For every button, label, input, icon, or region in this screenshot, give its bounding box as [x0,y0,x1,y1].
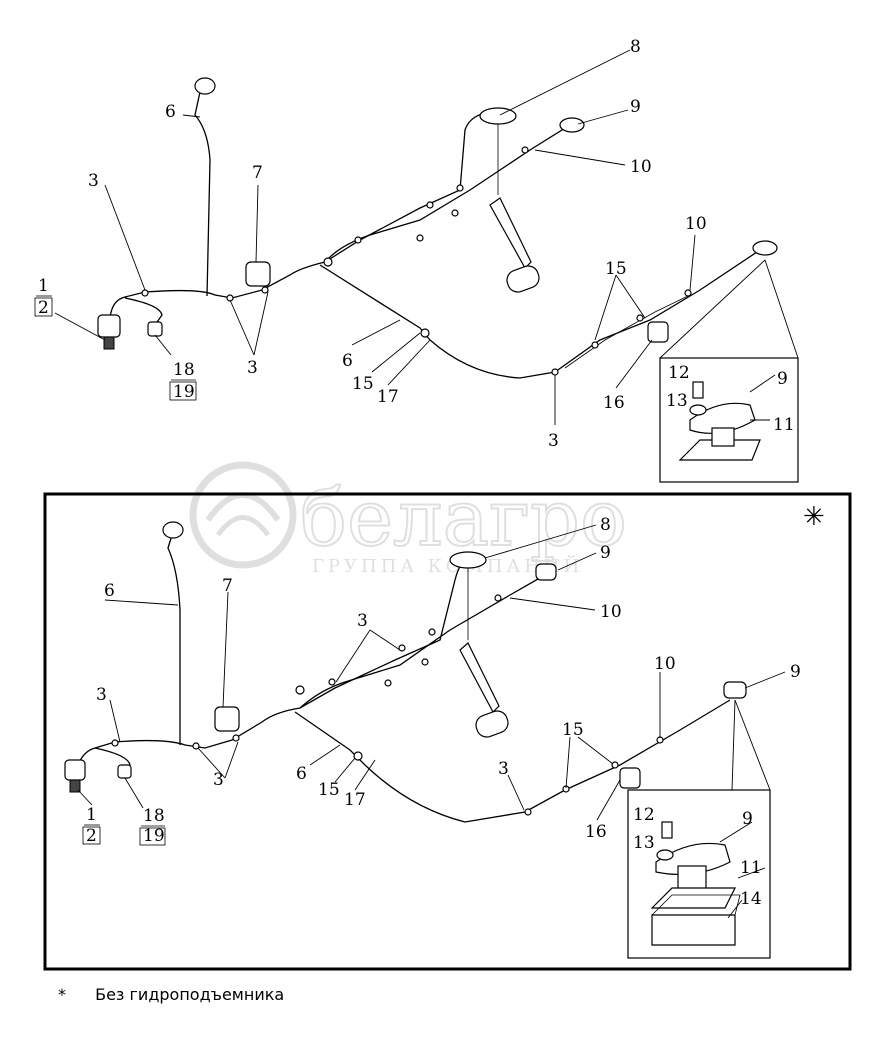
callout: 3 [498,759,509,779]
pedal-rod-b [459,642,500,713]
harness-wire-parallel [564,294,691,369]
callout: 1 [86,805,97,825]
pedal-pad-b [475,710,509,738]
harness-wire-lower [319,249,761,379]
callout: 13 [666,391,688,411]
callout: 16 [603,393,625,413]
inset-bracket-top [678,381,761,461]
sensor-8-b [449,551,487,569]
switch-9-right-b [723,681,747,699]
bottom-diagram: 6 7 3 8 9 10 3 10 9 15 16 3 6 15 17 3 1 … [64,515,801,959]
sensor-18-b [117,764,132,779]
callout: 6 [165,102,176,122]
switch-9-b [535,563,557,581]
leaders-bottom [77,524,786,919]
callout: 15 [352,374,374,394]
top-diagram: 1 2 3 6 7 8 9 10 10 15 16 3 6 15 17 3 18… [34,37,799,483]
callout: 11 [740,858,762,878]
callout: 3 [88,171,99,191]
callout: 12 [668,363,690,383]
callout: 1 [38,276,49,296]
connector-16-b [619,767,641,789]
callout: 9 [630,97,641,117]
callout: 17 [344,790,366,810]
leaders-top [54,49,776,425]
watermark-brand: белагро [300,474,627,564]
callout: 15 [562,720,584,740]
callout: 17 [377,387,399,407]
switch-9-right [752,240,778,256]
connector-1 [97,314,121,338]
harness-wire-upper-b [299,574,546,709]
unit-7 [245,261,271,287]
callout: 8 [630,37,641,57]
callout: 15 [605,259,627,279]
connector-16 [647,321,669,343]
labels-bottom: 6 7 3 8 9 10 3 10 9 15 16 3 6 15 17 3 1 … [82,515,801,909]
callout: 3 [96,685,107,705]
labels-top: 1 2 3 6 7 8 9 10 10 15 16 3 6 15 17 3 18… [34,37,795,451]
harness-wire-6-up-b [167,534,181,745]
watermark: белагро ГРУППА КОМПАНИЙ [189,461,628,577]
plug-6-top-b [162,521,184,539]
callout: 2 [38,298,49,318]
harness-wire-left [124,297,163,326]
clips [141,146,692,376]
callout: 8 [600,515,611,535]
callout: 3 [548,431,559,451]
footnote-text: Без гидроподъемника [95,985,285,1004]
callout: 18 [173,360,195,380]
pedal-pad [506,265,540,293]
harness-main-wire [109,111,491,319]
callout: 18 [143,806,165,826]
callout: 3 [357,611,368,631]
pedal-rod [489,197,532,269]
unit-7-b [214,706,240,732]
callout: 3 [213,770,224,790]
variant-frame [43,492,852,971]
sensor-18 [147,321,163,337]
harness-main-wire-b [74,557,471,776]
harness-wire-upper [324,124,571,263]
callout: 2 [86,826,97,846]
connector-1-b [64,759,86,781]
variant-mark: ✳ [803,502,825,532]
callout: 13 [633,833,655,853]
footnote: * Без гидроподъемника [58,985,284,1004]
callout: 9 [742,809,753,829]
callout: 16 [585,822,607,842]
callout: 7 [252,163,263,183]
watermark-subtitle: ГРУППА КОМПАНИЙ [312,554,583,577]
callout: 12 [633,805,655,825]
plug-6-top [194,77,216,95]
callout: 15 [318,780,340,800]
clips-b [111,594,664,816]
inset-bracket-bottom [650,821,741,946]
callout: 14 [740,889,762,909]
switch-9 [559,117,585,133]
callout: 7 [222,576,233,596]
callout: 6 [342,351,353,371]
callout: 19 [173,382,195,402]
callout: 10 [600,602,622,622]
callout: 3 [247,358,258,378]
harness-wire-6-up [194,91,211,297]
callout: 9 [790,662,801,682]
callout: 6 [296,764,307,784]
callout: 10 [630,157,652,177]
callout: 9 [600,543,611,563]
watermark-logo-icon [189,461,297,569]
callout: 6 [104,581,115,601]
callout: 19 [143,826,165,846]
callout: 10 [685,214,707,234]
footnote-marker: * [58,985,66,1004]
callout: 10 [654,654,676,674]
callout: 11 [773,415,795,435]
callout: 9 [777,369,788,389]
sensor-8 [479,107,517,125]
harness-wire-lower-b [294,699,731,823]
